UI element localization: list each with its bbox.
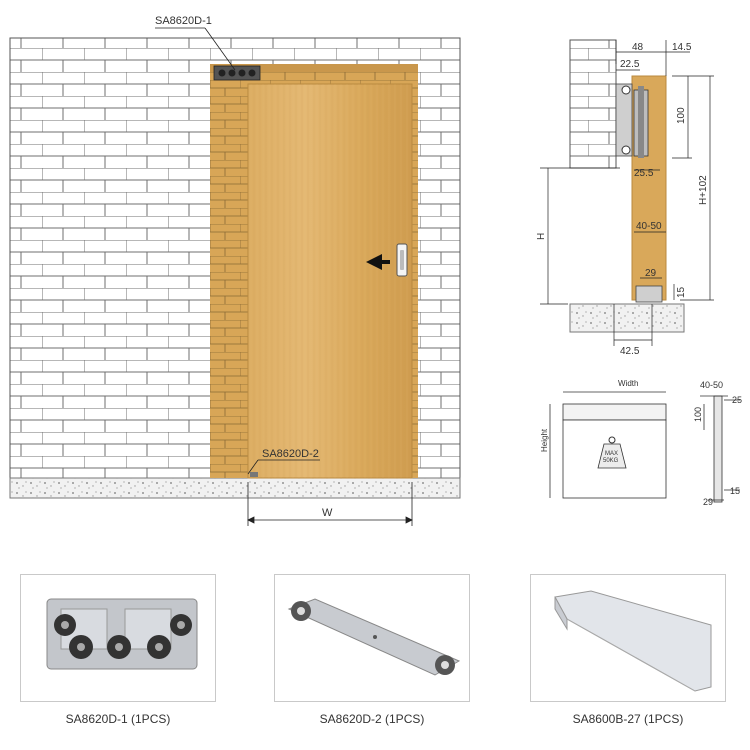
top-roller-carriage: [213, 65, 261, 81]
width-dimension: [247, 482, 413, 526]
dim-48: 48: [632, 42, 644, 53]
dim-22-5: 22.5: [620, 59, 640, 70]
panel-height-label: Height: [540, 428, 549, 452]
width-label: W: [322, 507, 333, 519]
dim-h102: H+102: [698, 175, 709, 205]
product-frame-3: [530, 574, 726, 702]
product-caption-1: SA8620D-1 (1PCS): [65, 712, 171, 726]
bottom-guide-image: [287, 598, 461, 676]
product-frame-1: [20, 574, 216, 702]
panel-dim-25: 25: [732, 395, 742, 405]
weight-max: MAX: [605, 451, 618, 457]
dim-25-5: 25.5: [634, 168, 654, 179]
dim-100: 100: [676, 107, 687, 124]
weight-icon: [597, 436, 627, 469]
dim-40-50: 40-50: [636, 221, 662, 232]
panel-width-label: Width: [618, 379, 638, 388]
panel-dim-15: 15: [730, 486, 740, 496]
dim-42-5: 42.5: [620, 346, 640, 357]
label-top-roller: SA8620D-1: [155, 15, 212, 27]
slide-arrow: [366, 254, 390, 270]
panel-dim-40-50: 40-50: [700, 380, 723, 390]
concrete-floor: [9, 477, 461, 499]
dim-14-5: 14.5: [672, 42, 692, 53]
panel-dim-29: 29: [703, 497, 713, 507]
track-profile-image: [554, 590, 712, 692]
weight-50kg: 50KG: [603, 458, 619, 464]
label-bottom-guide: SA8620D-2: [262, 448, 319, 460]
panel-view: [549, 391, 740, 503]
dim-h: H: [536, 233, 547, 240]
section-view: [540, 39, 714, 346]
product-frame-2: [274, 574, 470, 702]
panel-dim-100: 100: [693, 407, 703, 422]
product-caption-2: SA8620D-2 (1PCS): [319, 712, 425, 726]
top-track: [210, 64, 418, 72]
product-caption-3: SA8600B-27 (1PCS): [572, 712, 684, 726]
roller-carriage-image: [46, 598, 198, 670]
dim-15: 15: [676, 286, 687, 298]
dim-29: 29: [645, 268, 657, 279]
door-elevation-drawing: SA8620D-1 SA8620D-2 W: [9, 15, 742, 526]
